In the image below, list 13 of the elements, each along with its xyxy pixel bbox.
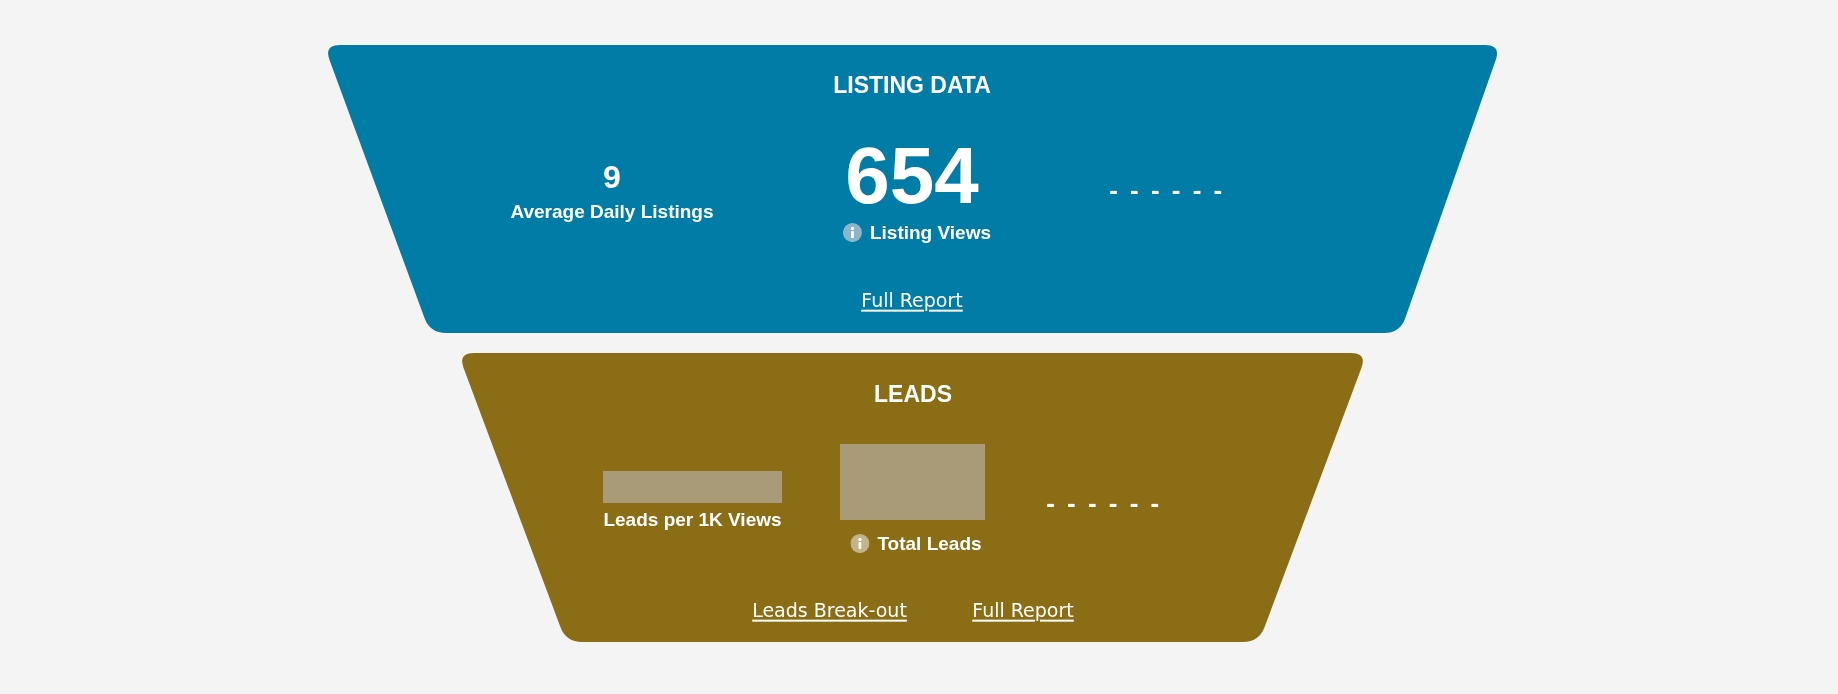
stat-label: Listing Views bbox=[869, 222, 992, 244]
placeholder-dashes: - - - - - - bbox=[1109, 177, 1225, 203]
text-link: Full Report bbox=[861, 287, 963, 313]
stat-label: Total Leads bbox=[877, 533, 982, 555]
placeholder-dashes: - - - - - - bbox=[1046, 490, 1162, 516]
text-link: Full Report bbox=[972, 597, 1074, 623]
stat-label: Average Daily Listings bbox=[510, 201, 714, 223]
stat-value: 9 bbox=[603, 161, 621, 195]
text-link: Leads Break-out bbox=[752, 597, 907, 623]
stat-value: 654 bbox=[845, 136, 979, 216]
section-heading: LEADS bbox=[874, 382, 952, 408]
section-heading: LISTING DATA bbox=[833, 73, 991, 99]
stat-label: Leads per 1K Views bbox=[603, 509, 782, 531]
